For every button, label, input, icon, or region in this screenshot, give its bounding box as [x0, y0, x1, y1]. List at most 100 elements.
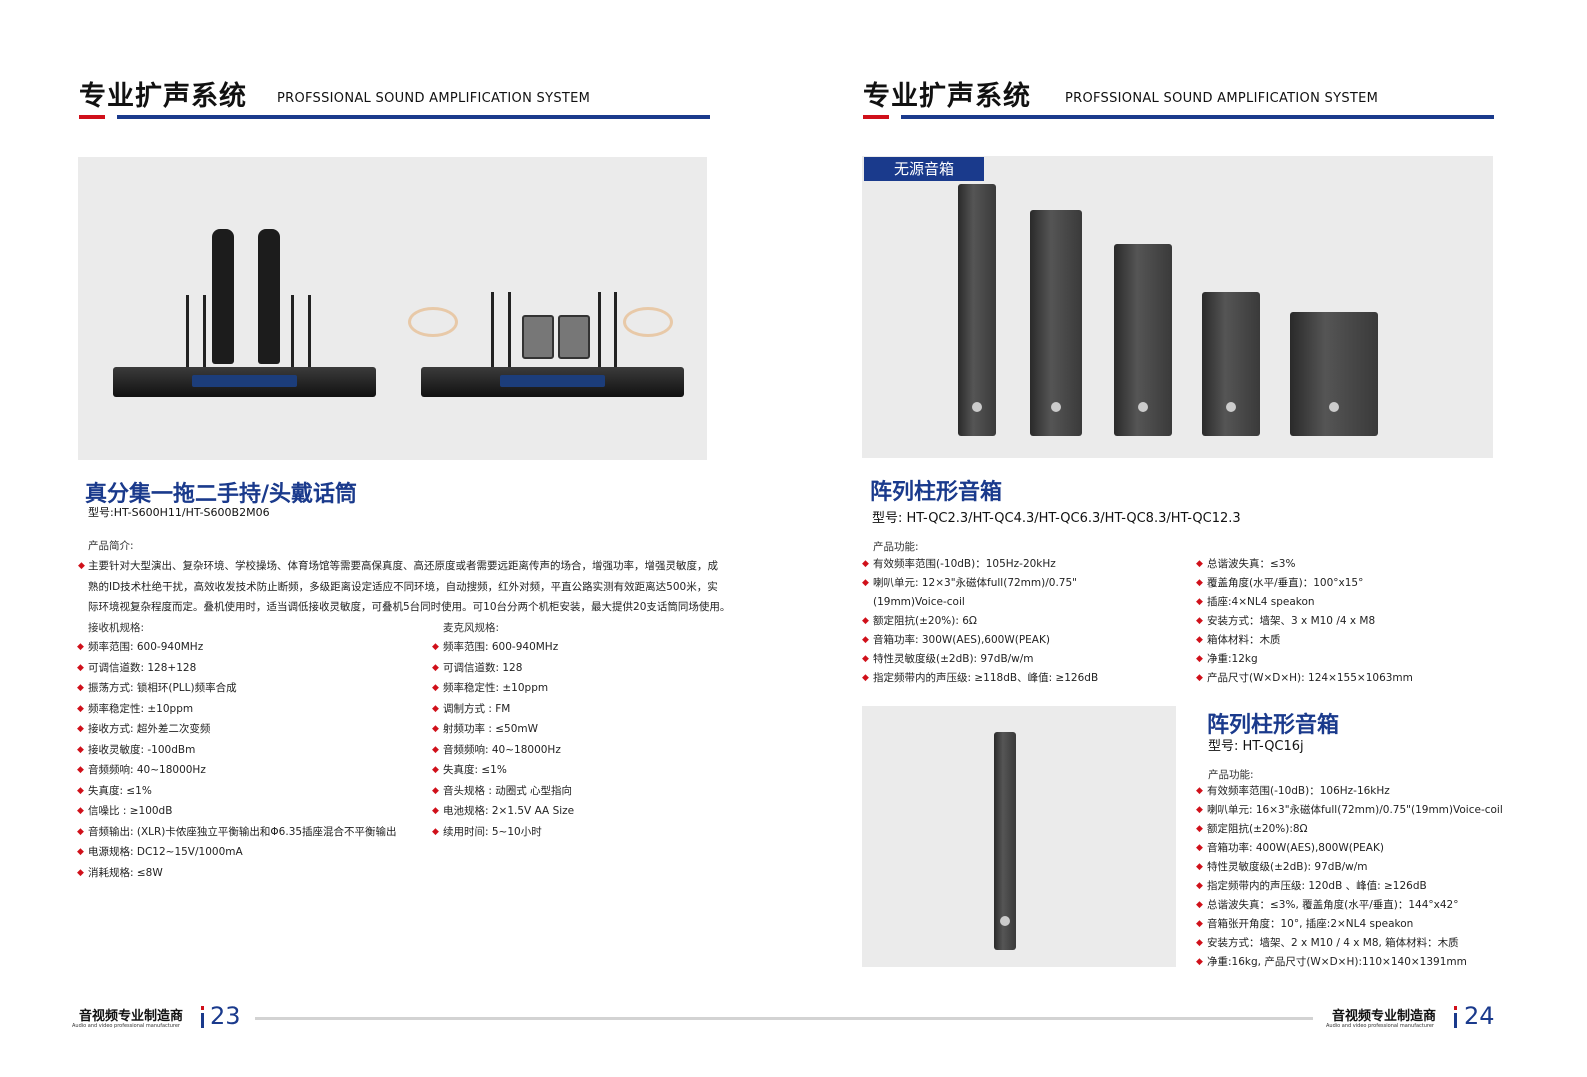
footer-company-en: Audio and video professional manufacture…: [72, 1023, 180, 1029]
bullet-diamond-icon: ◆: [77, 785, 84, 796]
spec-text: 音频输出: (XLR)卡侬座独立平衡输出和Φ6.35插座混合不平衡输出: [88, 825, 397, 838]
spec-text: 频率稳定性: ±10ppm: [443, 682, 549, 694]
bullet-diamond-icon: ◆: [862, 673, 869, 683]
specs2-list: ◆有效频率范围(-10dB)：106Hz-16kHz◆喇叭单元: 16×3"永磁…: [1196, 782, 1503, 972]
bullet-diamond-icon: ◆: [77, 806, 84, 816]
spec-item: ◆ 特性灵敏度级(±2dB): 97dB/w/m: [862, 650, 1098, 669]
mic-specs-list: ◆频率范围: 600-940MHz◆可调信道数: 128◆频率稳定性: ±10p…: [432, 637, 574, 842]
bullet-diamond-icon: ◆: [432, 744, 439, 755]
spec-item: ◆续用时间: 5~10小时: [432, 822, 574, 843]
bullet-diamond-icon: ◆: [1196, 843, 1203, 853]
spec-item: ◆ 信噪比 : ≥100dB: [77, 801, 397, 822]
spec-item: ◆音频频响: 40~18000Hz: [77, 760, 397, 781]
spec-text: 信噪比 : ≥100dB: [88, 805, 173, 817]
header-rule-blue: [117, 115, 710, 119]
bullet-diamond-icon: ◆: [432, 826, 439, 837]
spec-text: 消耗规格: ≤8W: [88, 866, 163, 879]
footer-blue-bar: [1454, 1013, 1457, 1028]
spec-text: 可调信道数: 128+128: [88, 661, 197, 674]
column-speaker: [1114, 244, 1172, 436]
footer-company-en: Audio and video professional manufacture…: [1326, 1023, 1434, 1029]
spec-item: ◆频率范围: 600-940MHz: [432, 637, 574, 658]
specs-col1: ◆ 有效频率范围(-10dB)：105Hz-20kHz ◆ 喇叭单元: 12×3"永磁…: [862, 555, 1098, 688]
product-title: 真分集一拖二手持/头戴话筒: [85, 482, 358, 507]
spec-text: 音箱张开角度：10°, 插座:2×NL4 speakon: [1207, 918, 1414, 930]
spec-item: ◆ 频率范围: 600-940MHz: [77, 637, 397, 658]
spec-item: ◆音频输出: (XLR)卡侬座独立平衡输出和Φ6.35插座混合不平衡输出: [77, 822, 397, 843]
spec-text: 有效频率范围(-10dB)：106Hz-16kHz: [1207, 785, 1390, 797]
spec-item: ◆失真度: ≤1%: [77, 781, 397, 802]
bullet-diamond-icon: ◆: [77, 847, 84, 857]
spec-item: ◆ 消耗规格: ≤8W: [77, 863, 397, 884]
specs-list: ◆ 有效频率范围(-10dB)：105Hz-20kHz ◆ 喇叭单元: 12×3"永磁…: [862, 555, 1098, 593]
headset-mic: [408, 307, 458, 337]
bullet-diamond-icon: ◆: [862, 578, 869, 588]
handheld-mic: [212, 229, 234, 364]
column-speaker: [1030, 210, 1082, 436]
bullet-diamond-icon: ◆: [77, 867, 84, 878]
bullet-diamond-icon: ◆: [1196, 900, 1203, 910]
headset-mic: [623, 307, 673, 337]
bullet-diamond-icon: ◆: [77, 703, 84, 714]
page-number-left: 23: [210, 1002, 241, 1030]
column-speaker: [1202, 292, 1260, 436]
spec-item: ◆产品尺寸(W×D×H): 124×155×1063mm: [1196, 669, 1413, 688]
bullet-diamond-icon: ◆: [77, 683, 84, 693]
bullet-diamond-icon: ◆: [77, 642, 84, 652]
spec-item: ◆箱体材料：木质: [1196, 631, 1413, 650]
features-label: 产品功能:: [873, 541, 919, 553]
spec-text: 特性灵敏度级(±2dB): 97dB/w/m: [873, 653, 1034, 665]
spec-item: ◆频率稳定性: ±10ppm: [432, 678, 574, 699]
features-label: 产品功能:: [1208, 769, 1254, 781]
bullet-diamond-icon: ◆: [1196, 654, 1203, 664]
spec-text: 接收方式: 超外差二次变频: [88, 723, 211, 735]
product-model: 型号:HT-S600H11/HT-S600B2M06: [88, 506, 270, 519]
spec-text: 音头规格 : 动圈式 心型指向: [443, 784, 573, 797]
product-model: 型号: HT-QC16j: [1208, 739, 1304, 754]
spec-text: 射频功率 : ≤50mW: [443, 723, 538, 735]
spec-item: ◆插座:4×NL4 speakon: [1196, 593, 1413, 612]
spec-text: 插座:4×NL4 speakon: [1207, 596, 1315, 608]
header-accent-red: [79, 115, 105, 119]
receiver-specs-label: 接收机规格:: [88, 622, 145, 634]
category-tag: 无源音箱: [864, 157, 984, 181]
spec-text: 产品尺寸(W×D×H): 124×155×1063mm: [1207, 672, 1413, 684]
bullet-diamond-icon: ◆: [77, 765, 84, 775]
bullet-diamond-icon: ◆: [862, 635, 869, 645]
wireless-mic-product-image: [78, 157, 707, 460]
bullet-diamond-icon: ◆: [862, 559, 869, 569]
spec-text: 失真度: ≤1%: [443, 764, 507, 776]
footer-red-dot: [1454, 1006, 1457, 1010]
spec-item: ◆可调信道数: 128: [432, 658, 574, 679]
spec-text: 总谐波失真：≤3%, 覆盖角度(水平/垂直)：144°x42°: [1207, 899, 1459, 911]
spec-item: ◆额定阻抗(±20%): 6Ω: [862, 612, 1098, 631]
mic-specs-label: 麦克风规格:: [443, 622, 500, 634]
spec-text: 调制方式 : FM: [443, 702, 511, 715]
footer-divider: [255, 1017, 1313, 1020]
spec-text: 音箱功率: 400W(AES),800W(PEAK): [1207, 842, 1384, 854]
spec-text: 额定阻抗(±20%): 6Ω: [873, 615, 977, 627]
product-title: 阵列柱形音箱: [870, 480, 1003, 505]
column-speaker-qc16j-image: [862, 706, 1176, 967]
intro-line: 际环境视复杂程度而定。叠机使用时，适当调低接收灵敏度，可叠机5台同时使用。可10…: [88, 601, 731, 613]
spec-text: 音频频响: 40~18000Hz: [443, 743, 561, 756]
spec-text: 可调信道数: 128: [443, 661, 523, 674]
spec-text: 接收灵敏度: -100dBm: [88, 743, 196, 756]
spec-text: 有效频率范围(-10dB)：105Hz-20kHz: [873, 558, 1056, 570]
spec-text: 喇叭单元: 16×3"永磁体full(72mm)/0.75"(19mm)Voic…: [1207, 804, 1503, 816]
bullet-diamond-icon: ◆: [862, 654, 869, 664]
bullet-diamond-icon: ◆: [1196, 824, 1203, 834]
spec-text: 净重:12kg: [1207, 653, 1258, 665]
spec-text: 喇叭单元: 12×3"永磁体full(72mm)/0.75": [873, 577, 1077, 589]
spec-text: 箱体材料：木质: [1207, 634, 1281, 646]
bullet-diamond-icon: ◆: [1196, 938, 1203, 948]
spec-text: 频率范围: 600-940MHz: [88, 641, 204, 653]
bullet-diamond-icon: ◆: [1196, 881, 1203, 891]
bullet-diamond-icon: ◆: [77, 662, 84, 673]
page-header-title-left: 专业扩声系统: [79, 81, 247, 112]
spec-item: ◆特性灵敏度级(±2dB): 97dB/w/m: [1196, 858, 1503, 877]
bullet-diamond-icon: ◆: [1196, 919, 1203, 929]
spec-item: ◆ 音箱功率: 400W(AES),800W(PEAK): [1196, 839, 1503, 858]
spec-item: ◆喇叭单元: 16×3"永磁体full(72mm)/0.75"(19mm)Voi…: [1196, 801, 1503, 820]
intro-line: 主要针对大型演出、复杂环境、学校操场、体育场馆等需要高保真度、高还原度或者需要远…: [88, 560, 718, 572]
